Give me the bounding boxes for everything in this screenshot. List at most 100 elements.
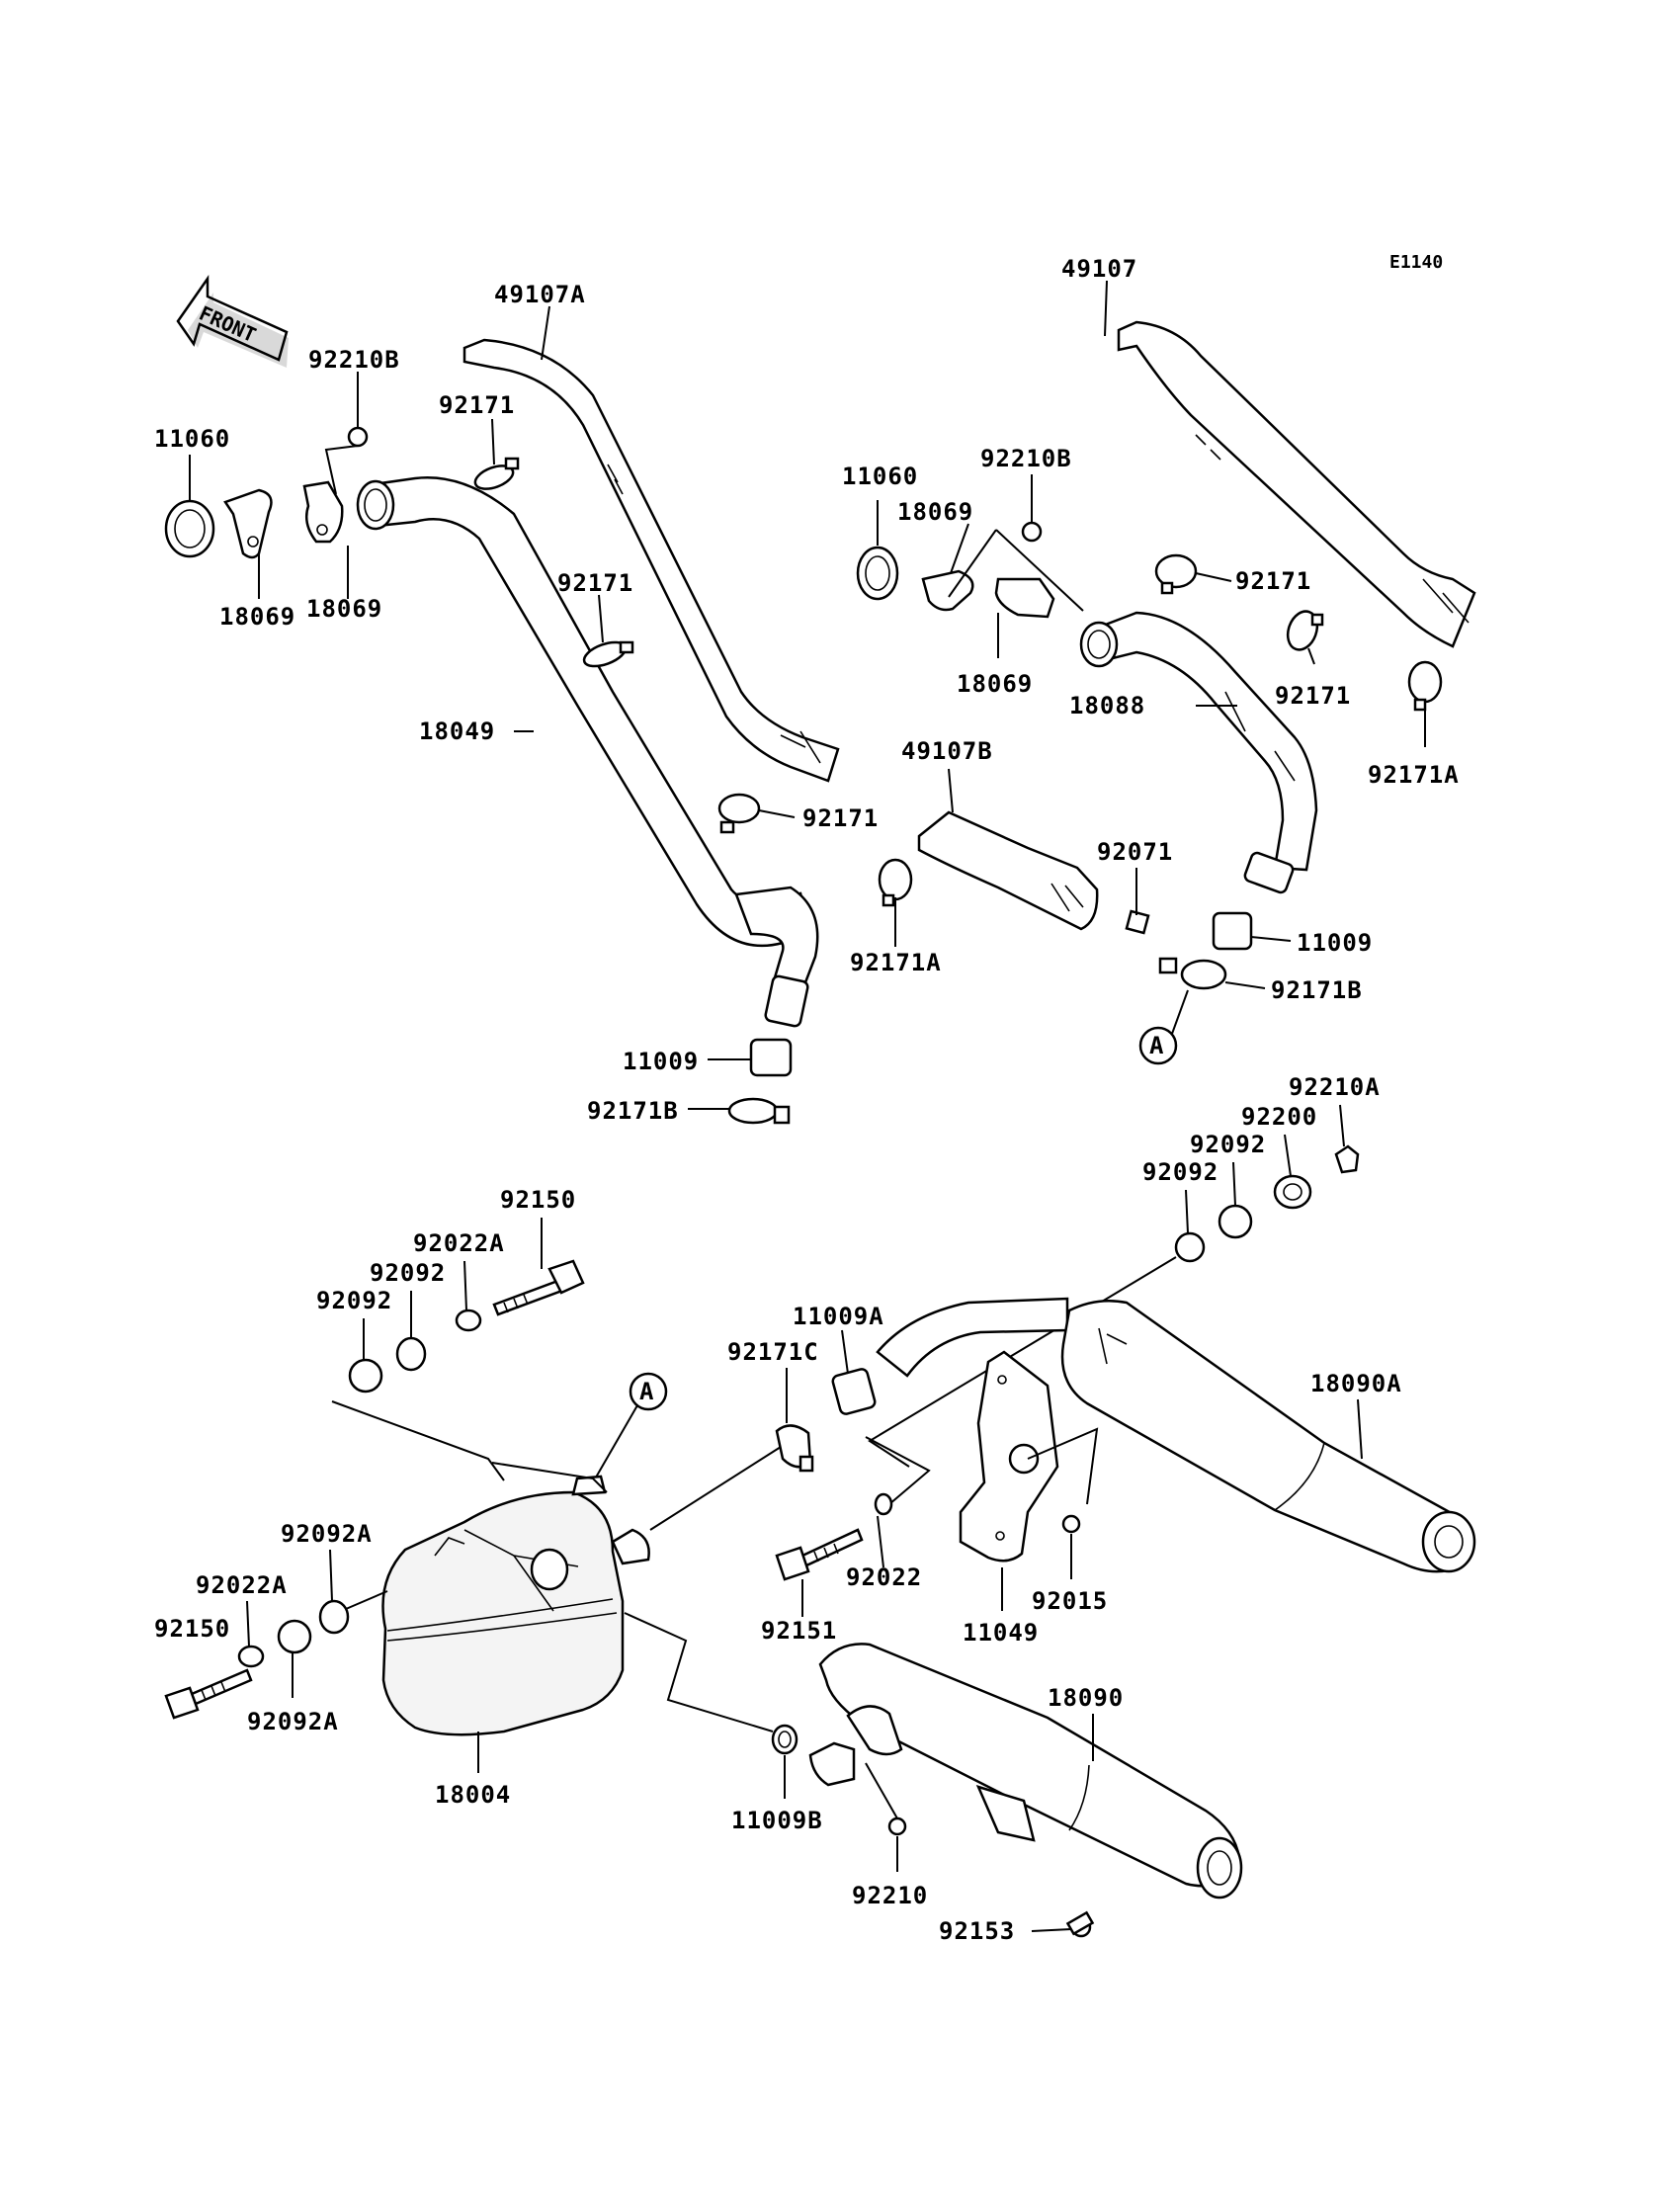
leader-lines	[189, 280, 1426, 1932]
muffler-18004	[381, 1475, 650, 1736]
flange-18069-left-a	[223, 488, 273, 559]
label-92171-e: 92171	[1275, 682, 1351, 710]
label-92022A-top: 92022A	[413, 1229, 505, 1257]
label-18049: 18049	[419, 718, 495, 745]
label-92022A-bottom: 92022A	[196, 1571, 288, 1599]
flange-18069-left-b	[302, 480, 344, 544]
header-pipe-18088	[1079, 611, 1318, 894]
label-92171B-right: 92171B	[1271, 976, 1363, 1004]
label-18069-d: 18069	[957, 670, 1033, 698]
heat-shield-49107A	[462, 338, 840, 783]
label-92171-a: 92171	[439, 391, 515, 419]
washer-92022A-bottom	[237, 1645, 265, 1668]
bolt-92150-top	[492, 1259, 585, 1316]
label-92210B-right: 92210B	[980, 445, 1072, 472]
reference-marker-a-right: A	[1138, 1026, 1178, 1065]
label-92092-l2: 92092	[316, 1287, 392, 1314]
nut-92210B-left	[347, 426, 369, 448]
label-92171A-middle: 92171A	[850, 949, 942, 976]
heat-shield-49107B	[917, 810, 1099, 931]
label-11060-left: 11060	[154, 425, 230, 453]
svg-text:A: A	[639, 1378, 654, 1405]
gasket-11060-left	[164, 499, 215, 558]
clamp-92171-e	[1286, 610, 1324, 651]
flange-18069-right-b	[994, 577, 1055, 619]
nut-92015	[1061, 1514, 1081, 1534]
label-92092-l1: 92092	[370, 1259, 446, 1287]
label-92092-r1: 92092	[1190, 1131, 1266, 1158]
svg-text:A: A	[1149, 1032, 1164, 1059]
label-92150-bottom: 92150	[154, 1615, 230, 1643]
label-11049: 11049	[963, 1619, 1039, 1647]
label-92171C: 92171C	[727, 1338, 819, 1366]
label-11060-right: 11060	[842, 463, 918, 490]
clamp-92171-d	[1154, 553, 1198, 595]
damper-92092-l2	[348, 1358, 383, 1394]
bolt-92151	[775, 1528, 864, 1581]
sleeve-11009-left	[749, 1038, 793, 1077]
damper-92092-r2	[1174, 1231, 1206, 1263]
bracket-11049	[959, 1350, 1059, 1563]
damper-92092-r1	[1218, 1204, 1253, 1239]
label-18069-b: 18069	[306, 595, 382, 623]
label-92092A-2: 92092A	[247, 1708, 339, 1735]
label-92210: 92210	[852, 1882, 928, 1909]
label-18069-c: 18069	[897, 498, 973, 526]
clamp-92171C	[775, 1424, 814, 1473]
label-92171B-left: 92171B	[587, 1097, 679, 1125]
label-92092A-1: 92092A	[281, 1520, 373, 1548]
label-92071: 92071	[1097, 838, 1173, 866]
label-92200: 92200	[1241, 1103, 1317, 1131]
bolt-92150-bottom	[164, 1668, 253, 1720]
clamp-92171-a	[473, 457, 520, 490]
label-92210B-left: 92210B	[308, 346, 400, 374]
label-92210A: 92210A	[1289, 1073, 1381, 1101]
label-18069-a: 18069	[219, 603, 295, 631]
label-11009-right: 11009	[1297, 929, 1373, 957]
clamp-92171B-right	[1158, 957, 1227, 990]
nut-92210	[887, 1817, 907, 1836]
label-92015: 92015	[1032, 1587, 1108, 1615]
damper-92092A-2	[277, 1619, 312, 1654]
flange-18069-right-a	[921, 569, 974, 612]
label-92153: 92153	[939, 1917, 1015, 1945]
sleeve-11009-right	[1212, 911, 1253, 951]
washer-92022	[874, 1492, 893, 1516]
muffler-18090A	[876, 1297, 1476, 1573]
label-92171A-right: 92171A	[1368, 761, 1460, 789]
label-11009B: 11009B	[731, 1807, 823, 1834]
label-11009A: 11009A	[793, 1303, 884, 1330]
label-92171-c: 92171	[802, 804, 879, 832]
clamp-92171B-left	[727, 1097, 791, 1125]
part-labels: 49107A 49107 92210B 92210B 11060 11060 9…	[154, 255, 1460, 1945]
clamp-92171-b	[582, 640, 634, 668]
muffler-18090	[808, 1643, 1243, 1900]
clamp-92171-c	[717, 793, 761, 834]
label-92151: 92151	[761, 1617, 837, 1645]
label-49107: 49107	[1061, 255, 1137, 283]
collar-92200	[1273, 1174, 1312, 1210]
damper-92092-l1	[395, 1336, 427, 1372]
label-92171-d: 92171	[1235, 567, 1311, 595]
gasket-11060-right	[856, 546, 899, 601]
bolt-92153	[1065, 1910, 1095, 1938]
label-18090A: 18090A	[1310, 1370, 1402, 1397]
reference-marker-a-left: A	[629, 1372, 668, 1411]
label-92171-b: 92171	[557, 569, 633, 597]
header-pipe-18049	[356, 476, 819, 1028]
diagram-code: E1140	[1389, 252, 1443, 273]
nut-92210A	[1334, 1144, 1360, 1174]
sleeve-11009A	[831, 1368, 877, 1415]
label-92022: 92022	[846, 1563, 922, 1591]
nut-92210B-right	[1021, 521, 1043, 543]
label-49107A: 49107A	[494, 281, 586, 308]
heat-shield-49107	[1117, 320, 1476, 648]
label-11009-left: 11009	[623, 1048, 699, 1075]
label-18090: 18090	[1048, 1684, 1124, 1712]
label-49107B: 49107B	[901, 737, 993, 765]
label-18004: 18004	[435, 1781, 511, 1809]
label-92150-top: 92150	[500, 1186, 576, 1214]
label-92092-r2: 92092	[1142, 1158, 1218, 1186]
front-arrow-icon: FRONT	[176, 275, 289, 368]
label-18088: 18088	[1069, 692, 1145, 719]
